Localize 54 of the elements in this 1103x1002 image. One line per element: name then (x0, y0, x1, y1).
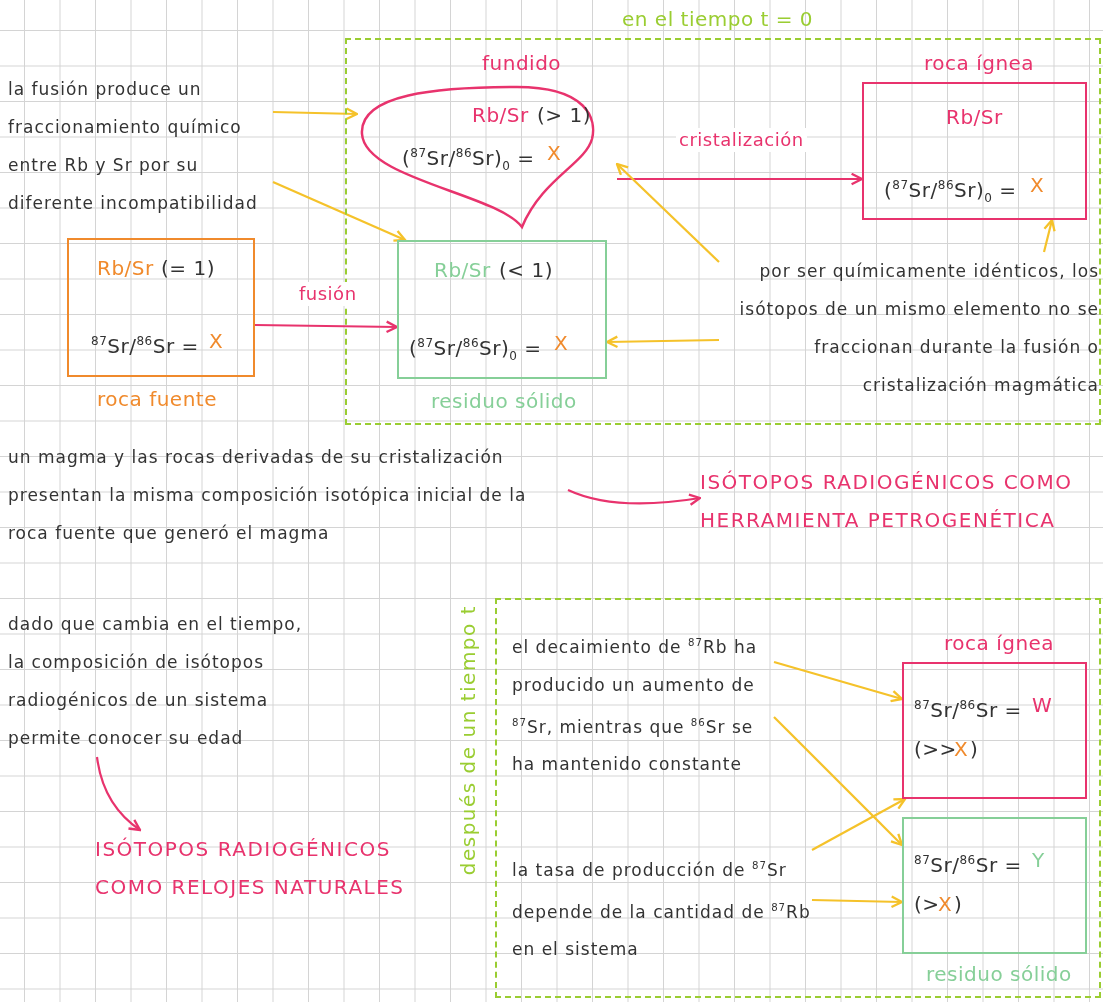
ratio-text: Rb/Sr (472, 102, 529, 128)
arrow (272, 107, 359, 121)
group-heading: en el tiempo t = 0 (622, 6, 814, 32)
arrow (567, 489, 702, 506)
ratio-value: (< 1) (499, 257, 553, 283)
group-heading: después de un tiempo t (455, 605, 481, 876)
arrow (95, 756, 142, 832)
note-text: la fusión produce un fraccionamiento químico entre Rb y Sr por su diferente incompatibilidad (8, 70, 273, 222)
arrow (811, 797, 907, 851)
edge-label: cristalización (676, 128, 807, 152)
note-text: ISÓTOPOS RADIOGÉNICOS COMO HERRAMIENTA PETROGENÉTICA (700, 463, 1098, 539)
value-text: Y (1032, 847, 1045, 873)
formula-text: $^{87}$Sr/$^{86}$Sr = (914, 696, 1022, 723)
value-text: X (1030, 172, 1045, 198)
ratio-text: Rb/Sr (434, 257, 491, 283)
box-caption: roca fuente (97, 386, 217, 412)
note-text: un magma y las rocas derivadas de su cristalización presentan la misma composición isotópica inicial de la roca fuente que generó el magma (8, 438, 568, 552)
ratio-text: Rb/Sr (97, 255, 154, 281)
value-text: X (554, 330, 569, 356)
note-text: el decaimiento de $^{87}$Rb ha producido un aumento de $^{87}$Sr, mientras que $^{86}$Sr se ha mantenido constante (512, 624, 774, 784)
arrow (272, 181, 407, 242)
value-text: X (954, 736, 969, 762)
box-caption: residuo sólido (431, 388, 577, 414)
arrow (255, 320, 399, 334)
arrow (1042, 218, 1056, 253)
comparison-text: ) (970, 736, 979, 762)
arrow (811, 895, 904, 909)
note-text: ISÓTOPOS RADIOGÉNICOS COMO RELOJES NATURALES (95, 830, 440, 906)
note-text: dado que cambia en el tiempo, la composición de isótopos radiogénicos de un sistema permite conocer su edad (8, 605, 318, 757)
value-text: X (547, 140, 562, 166)
comparison-text: ) (954, 891, 963, 917)
box-caption: residuo sólido (926, 961, 1072, 987)
note-text: la tasa de producción de $^{87}$Sr depende de la cantidad de $^{87}$Rb en el sistema (512, 847, 812, 969)
value-text: X (209, 328, 224, 354)
note-text: por ser químicamente idénticos, los isótopos de un mismo elemento no se fraccionan durante la fusión o cristalización magmática (719, 252, 1099, 404)
arrow (773, 716, 904, 847)
formula-text: $^{87}$Sr/$^{86}$Sr = (914, 851, 1022, 878)
shape-heading: fundido (482, 50, 562, 76)
value-text: W (1032, 692, 1053, 718)
ratio-value: (= 1) (161, 255, 215, 281)
formula-text: ($^{87}$Sr/$^{86}$Sr)$_{0}$ = (402, 144, 535, 175)
box-heading: roca ígnea (924, 50, 1035, 76)
arrow (605, 335, 719, 349)
ratio-text: Rb/Sr (946, 104, 1003, 130)
formula-text: $^{87}$Sr/$^{86}$Sr = (91, 332, 199, 359)
value-text: X (938, 891, 953, 917)
box-heading: roca ígnea (944, 630, 1055, 656)
formula-text: ($^{87}$Sr/$^{86}$Sr)$_{0}$ = (884, 176, 1017, 207)
arrow (773, 660, 904, 703)
comparison-text: (> (914, 891, 940, 917)
ratio-value: (> 1) (537, 102, 591, 128)
arrow (615, 162, 720, 263)
formula-text: ($^{87}$Sr/$^{86}$Sr)$_{0}$ = (409, 334, 542, 365)
arrow (617, 172, 864, 186)
